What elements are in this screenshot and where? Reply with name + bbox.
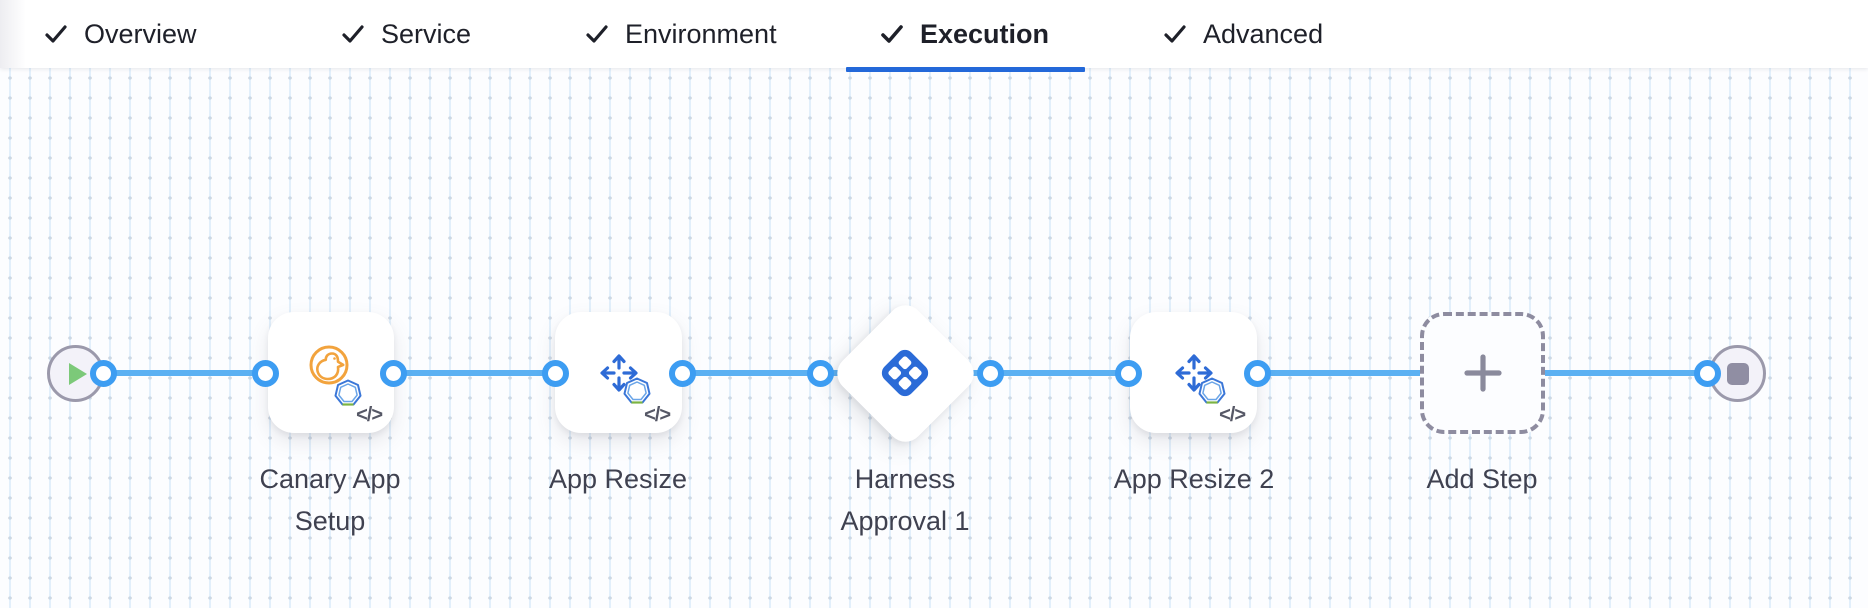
tab-label: Overview <box>84 18 197 49</box>
resize-arrows-icon <box>600 354 638 392</box>
tab-advanced[interactable]: Advanced <box>1161 0 1323 68</box>
port-dot <box>1115 360 1142 387</box>
kubernetes-icon <box>1198 377 1226 404</box>
tab-execution[interactable]: Execution <box>846 0 1086 72</box>
harness-logo-icon <box>881 349 929 397</box>
play-icon <box>69 362 87 385</box>
check-icon <box>1164 25 1186 43</box>
step-node-app-resize[interactable]: </> <box>555 312 682 433</box>
step-node-app-resize-2[interactable]: </> <box>1130 312 1257 433</box>
check-icon <box>342 25 364 43</box>
step-label: App Resize 2 <box>1113 464 1275 494</box>
canary-icon <box>309 345 349 385</box>
tab-label: Service <box>381 18 472 49</box>
plus-icon <box>1463 354 1502 392</box>
step-node-canary-app-setup[interactable]: </> <box>268 312 394 433</box>
port-dot <box>669 360 696 387</box>
port-dot <box>90 360 117 387</box>
active-tab-underline <box>846 67 1086 72</box>
tab-bar: Overview Service Environment Execution A… <box>0 0 1868 72</box>
step-label: Add Step <box>1426 464 1538 494</box>
tab-label: Execution <box>920 18 1050 49</box>
port-dot <box>380 360 407 387</box>
pipeline-canvas[interactable]: </> </> <box>0 68 1868 608</box>
stop-icon <box>1726 362 1749 385</box>
code-glyph: </> <box>356 404 383 426</box>
port-dot <box>252 360 279 387</box>
step-label: Canary App Setup <box>259 464 401 536</box>
port-dot <box>542 360 569 387</box>
step-label: App Resize <box>548 464 688 494</box>
tab-label: Advanced <box>1203 18 1324 49</box>
step-label: Harness Approval 1 <box>840 464 970 536</box>
port-dot <box>1694 360 1721 387</box>
port-dot <box>977 360 1004 387</box>
kubernetes-icon <box>623 377 651 404</box>
check-icon <box>881 25 903 43</box>
add-step-button[interactable] <box>1420 312 1545 434</box>
tab-overview[interactable]: Overview <box>42 0 197 68</box>
port-dot <box>807 360 834 387</box>
tab-service[interactable]: Service <box>339 0 471 68</box>
code-glyph: </> <box>1219 404 1246 426</box>
check-icon <box>586 25 608 43</box>
pipeline-start-node[interactable] <box>47 345 104 402</box>
code-glyph: </> <box>644 404 671 426</box>
tab-environment[interactable]: Environment <box>583 0 777 68</box>
tab-label: Environment <box>625 18 777 49</box>
port-dot <box>1244 360 1271 387</box>
check-icon <box>45 25 67 43</box>
resize-arrows-icon <box>1175 354 1213 392</box>
kubernetes-icon <box>334 379 362 406</box>
